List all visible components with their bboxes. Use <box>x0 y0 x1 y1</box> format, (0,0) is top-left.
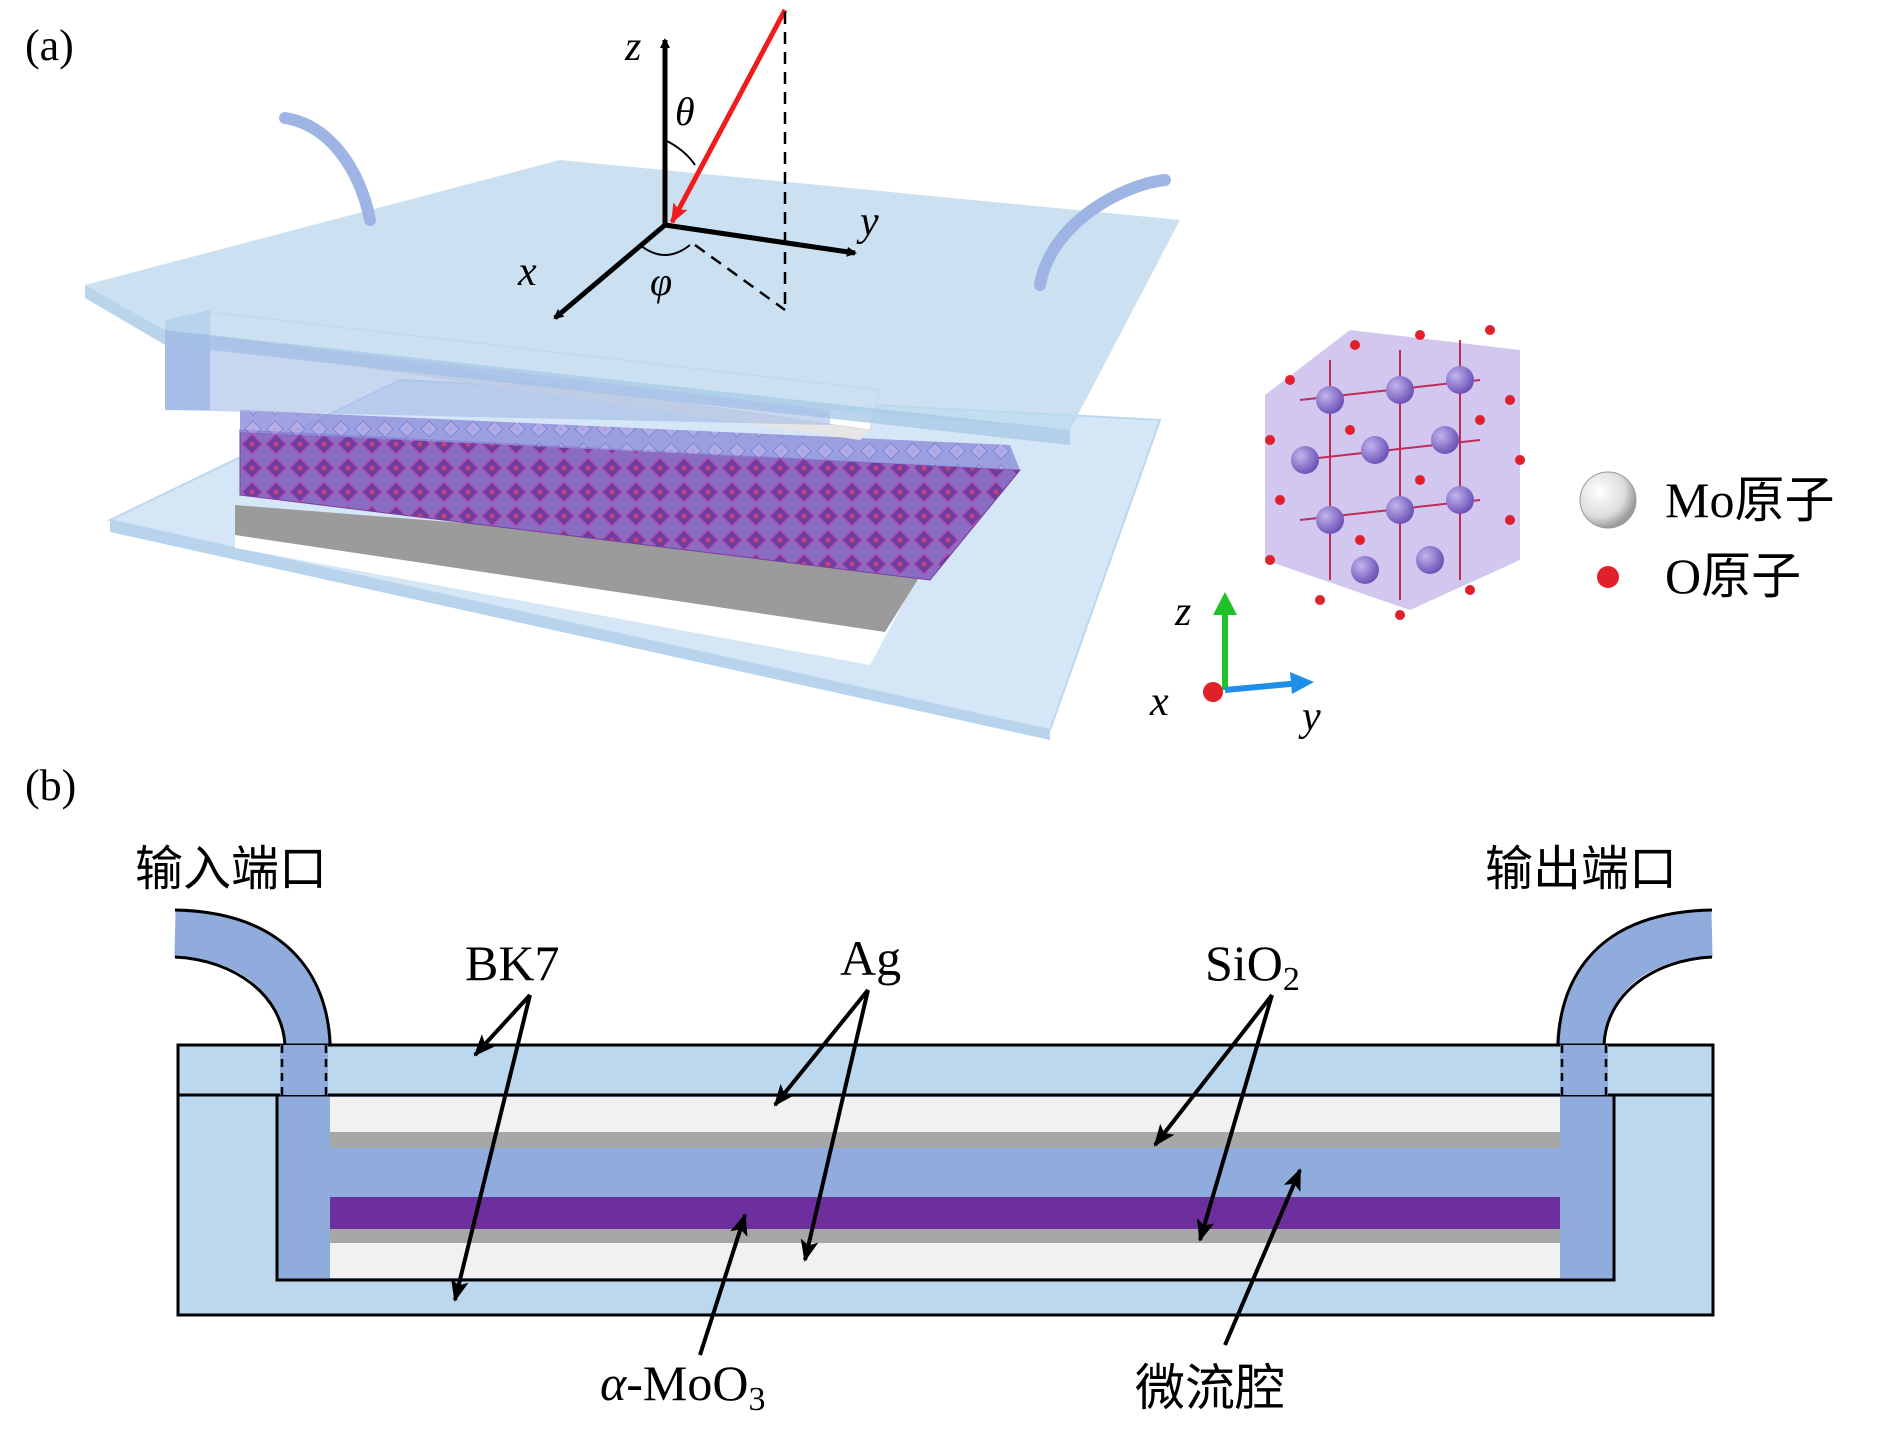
ag-arrow-bottom <box>800 989 870 1262</box>
top-sio2-layer <box>330 1097 1560 1132</box>
output-tube-3d <box>1034 174 1171 291</box>
crystal-y-axis <box>1224 680 1301 693</box>
crystal-z-label: z <box>1174 589 1191 635</box>
y-axis <box>664 222 857 257</box>
ag-label: Ag <box>840 930 901 986</box>
incident-beam-arrow <box>669 8 788 224</box>
input-tube-3d <box>279 112 376 226</box>
phi-arc <box>639 244 691 256</box>
bottom-white-layer <box>235 530 905 665</box>
moo3-layer <box>330 1197 1560 1229</box>
output-tube <box>1556 909 1714 1047</box>
axis-z-label: z <box>624 24 641 70</box>
bottom-ag-layer <box>235 505 930 632</box>
legend-mo-label: Mo原子 <box>1665 472 1834 528</box>
channel-fluid <box>165 330 830 425</box>
panel-a-label: (a) <box>25 21 74 70</box>
legend: Mo原子 O原子 <box>1579 471 1834 604</box>
theta-label: θ <box>675 89 695 134</box>
axis-x-label: x <box>517 249 537 295</box>
top-glass-plate <box>85 160 1180 430</box>
bk7-arrow-top <box>473 993 532 1057</box>
crystal-x-axis-dot <box>1203 682 1223 702</box>
input-tube <box>173 909 333 1065</box>
sio2-arrow-top <box>1153 993 1274 1147</box>
panel-b-label: (b) <box>25 761 76 810</box>
device-3d-illustration <box>85 112 1180 740</box>
bottom-sio2-layer <box>330 1243 1560 1278</box>
bottom-glass-edge <box>110 520 1050 740</box>
channel-label: 微流腔 <box>1135 1360 1285 1416</box>
crystal-axes: z x y <box>1149 589 1321 740</box>
moo3-arrow <box>698 1213 748 1356</box>
top-ag-layer-b <box>330 1132 1560 1148</box>
cross-section-diagram: BK7 Ag SiO2 α-MoO3 微流腔 <box>173 908 1715 1418</box>
sio2-label: SiO2 <box>1205 935 1300 998</box>
moo3-label: α-MoO3 <box>600 1355 765 1418</box>
ag-arrow-top <box>773 988 870 1107</box>
output-port-label: 输出端口 <box>1485 843 1677 896</box>
top-glass-edge <box>85 285 1070 445</box>
sio2-arrow-bottom <box>1197 994 1274 1242</box>
channel-arrow <box>1223 1168 1302 1346</box>
x-axis <box>553 223 667 320</box>
axis-y-label: y <box>856 199 879 245</box>
incidence-coordinate-system: z y x θ φ <box>517 8 879 320</box>
theta-arc <box>664 139 696 166</box>
bk7-label: BK7 <box>465 935 559 991</box>
crystal-x-label: x <box>1149 679 1169 725</box>
moo3-unit-cell <box>1265 325 1525 620</box>
legend-o-label: O原子 <box>1665 548 1801 604</box>
legend-o-marker <box>1597 566 1619 588</box>
bk7-arrow-bottom <box>451 994 532 1302</box>
legend-mo-marker <box>1579 471 1637 529</box>
phi-label: φ <box>650 259 672 304</box>
input-port-label: 输入端口 <box>135 843 327 896</box>
crystal-y-label: y <box>1298 694 1321 740</box>
bottom-ag-layer-b <box>330 1229 1560 1243</box>
moo3-crystal-top <box>240 410 1020 470</box>
